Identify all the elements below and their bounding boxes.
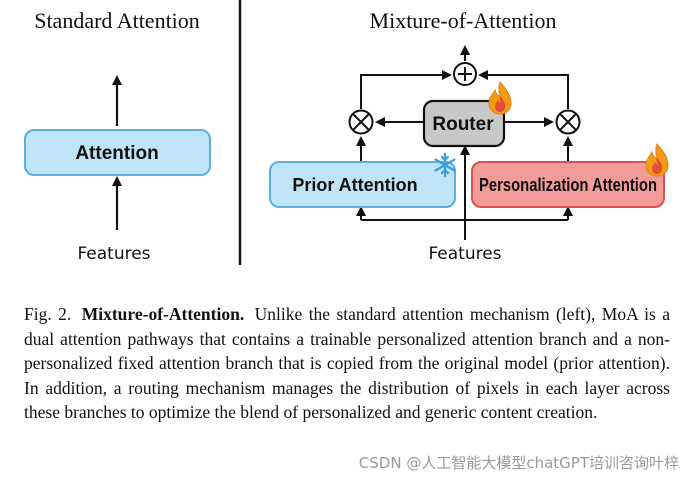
- sum-node: [453, 62, 477, 86]
- standard-attention-title: Standard Attention: [34, 8, 200, 33]
- moa-diagram: Standard Attention Attention Features Mi…: [24, 0, 669, 265]
- right-features-label: Features: [428, 244, 501, 264]
- attention-box: [24, 129, 211, 176]
- router-label: Router: [432, 114, 494, 135]
- router-box: [422, 99, 506, 148]
- mixture-of-attention-panel: Mixture-of-Attention: [269, 8, 669, 264]
- left-features-label: Features: [77, 244, 150, 264]
- prior-attention-label: Prior Attention: [292, 175, 417, 195]
- right-multiply-node: [555, 109, 581, 135]
- personalization-attention-box: [471, 161, 665, 208]
- watermark: CSDN @人工智能大模型chatGPT培训咨询叶梓: [356, 452, 681, 473]
- right-mult-to-sum-line: [478, 70, 569, 109]
- standard-attention-panel: Standard Attention Attention Features: [24, 8, 211, 264]
- left-multiply-node: [348, 109, 374, 135]
- personalization-attention-label: Personalization Attention: [479, 175, 657, 195]
- left-mult-to-sum-line: [360, 70, 452, 109]
- flame-icon: [645, 143, 669, 177]
- flame-icon: [488, 81, 512, 115]
- caption-text: Unlike the standard attention mechanism …: [24, 304, 671, 422]
- figure-caption: Fig. 2. Mixture-of-Attention. Unlike the…: [24, 302, 670, 425]
- caption-fig-label: Fig. 2.: [24, 304, 72, 324]
- caption-fig-title: Mixture-of-Attention.: [81, 304, 245, 324]
- mixture-of-attention-title: Mixture-of-Attention: [370, 8, 557, 33]
- attention-box-label: Attention: [75, 143, 158, 164]
- snowflake-icon: [434, 152, 456, 178]
- prior-attention-box: [269, 161, 456, 208]
